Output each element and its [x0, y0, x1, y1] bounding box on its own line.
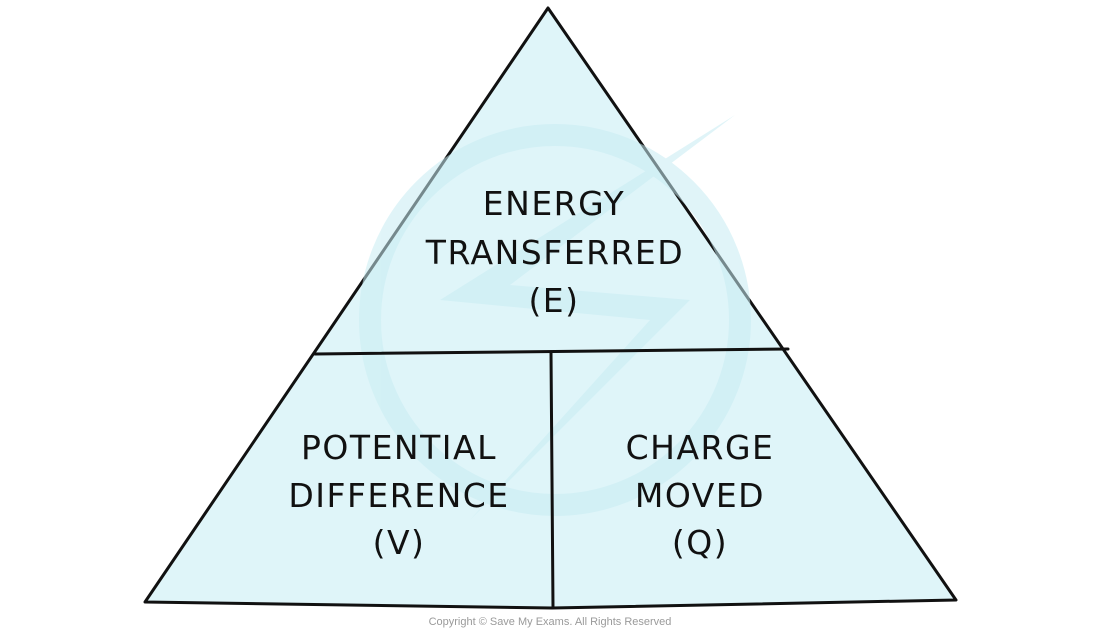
charge-symbol: (Q) [672, 523, 728, 562]
charge-moved-label: CHARGE MOVED (Q) [626, 428, 775, 562]
potential-line-2: DIFFERENCE [288, 476, 509, 515]
energy-transferred-label: ENERGY TRANSFERRED (E) [425, 184, 684, 320]
potential-symbol: (V) [373, 523, 426, 562]
charge-line-2: MOVED [635, 476, 765, 515]
energy-symbol: (E) [528, 281, 579, 320]
potential-line-1: POTENTIAL [301, 428, 497, 467]
copyright-notice: Copyright © Save My Exams. All Rights Re… [428, 616, 672, 628]
watermark-logo-icon [359, 115, 751, 520]
vertical-divider [549, 351, 555, 609]
potential-difference-label: POTENTIAL DIFFERENCE (V) [288, 428, 509, 562]
horizontal-divider [313, 347, 790, 356]
energy-line-2: TRANSFERRED [425, 233, 684, 272]
energy-line-1: ENERGY [483, 184, 625, 223]
charge-line-1: CHARGE [626, 428, 775, 467]
